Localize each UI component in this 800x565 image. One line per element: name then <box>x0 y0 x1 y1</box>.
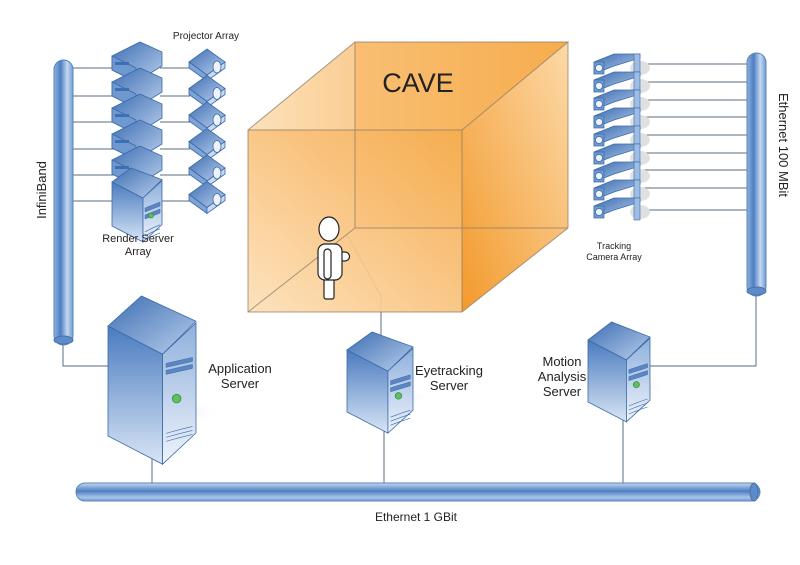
drive-bay <box>628 370 648 381</box>
vent <box>144 232 161 241</box>
projector-array <box>188 48 226 215</box>
lens-icon <box>212 166 222 180</box>
infiniband-to-application-link <box>62 345 110 367</box>
vent <box>628 406 648 415</box>
vent <box>390 417 411 426</box>
camera-lens-icon <box>595 154 603 162</box>
cave-right-face <box>462 42 568 312</box>
projector-icon <box>188 48 226 82</box>
tracking-camera-icon <box>593 107 650 131</box>
motion-server-label-1: Motion <box>542 354 581 369</box>
render-server-label-1: Render Server <box>102 233 174 245</box>
server-front-face <box>626 337 651 423</box>
eyetracking-server-icon <box>333 331 433 435</box>
lens-icon <box>212 87 222 100</box>
cave-title: CAVE <box>382 68 454 98</box>
tracking-label-1: Tracking <box>597 241 631 251</box>
drive-bay <box>115 166 129 169</box>
vent <box>390 409 411 418</box>
server-top-face <box>587 321 651 361</box>
cave-cube <box>247 41 570 313</box>
lens-icon <box>212 113 222 127</box>
tracking-camera-icon <box>593 125 650 149</box>
camera-lens-icon <box>595 82 603 90</box>
drive-bay <box>115 140 129 143</box>
eyetracking-server-label-2: Server <box>430 378 469 393</box>
tracking-camera-array <box>593 53 650 221</box>
motion-server-label-3: Server <box>543 384 582 399</box>
server-top-face <box>346 331 414 372</box>
vent <box>165 426 193 434</box>
vent <box>390 413 411 422</box>
drive-bay <box>115 114 129 117</box>
eyetracking-server-label-1: Eyetracking <box>415 363 483 378</box>
lens-icon <box>212 140 222 153</box>
camera-lens-icon <box>595 190 603 198</box>
drive-bay <box>115 88 129 91</box>
ethernet-1g-label: Ethernet 1 GBit <box>375 510 458 524</box>
camera-lens-icon <box>595 172 603 180</box>
vent <box>165 430 193 438</box>
drive-bay <box>115 62 129 65</box>
server-front-face <box>387 347 414 435</box>
lens-icon <box>212 193 222 206</box>
tracking-camera-icon <box>593 197 650 221</box>
vent <box>165 434 193 442</box>
infiniband-bus <box>53 59 74 346</box>
drive-bay <box>628 363 648 374</box>
ethernet-100-bus <box>746 52 767 297</box>
camera-lens-icon <box>595 100 603 108</box>
drive-bay <box>165 364 193 375</box>
motion-analysis-server-icon <box>575 321 669 423</box>
render-server-label-2: Array <box>125 246 152 258</box>
tracking-camera-icon <box>593 179 650 203</box>
projector-icon <box>188 181 226 215</box>
server-top-face <box>107 295 197 355</box>
drive-bay <box>390 374 411 386</box>
application-server-label-1: Application <box>208 361 272 376</box>
vent <box>628 402 648 411</box>
vent <box>144 228 161 237</box>
application-server-label-2: Server <box>221 376 260 391</box>
vent <box>628 398 648 407</box>
render-server-array <box>102 41 177 243</box>
power-led-icon <box>632 381 640 389</box>
power-led-icon <box>394 392 403 400</box>
lens-icon <box>212 60 222 74</box>
camera-lens-icon <box>595 136 603 144</box>
camera-lens-icon <box>595 208 603 216</box>
ethernet-1g-bus <box>75 482 761 502</box>
connection-wires <box>62 63 757 483</box>
motion-analysis-server <box>575 321 669 423</box>
power-led-icon <box>148 212 154 219</box>
application-server-icon <box>90 295 223 466</box>
ethernet-100-label: Ethernet 100 MBit <box>776 93 791 197</box>
camera-lens-icon <box>595 64 603 72</box>
projector-array-label: Projector Array <box>173 31 239 42</box>
projector-icon <box>188 75 226 109</box>
server-front-face <box>142 179 163 243</box>
server-top-face <box>111 167 163 199</box>
tracking-label-2: Camera Array <box>586 252 642 262</box>
eyetracking-server <box>333 331 433 435</box>
infiniband-label: InfiniBand <box>34 161 49 219</box>
motion-server-label-2: Analysis <box>538 369 587 384</box>
camera-lens-icon <box>595 118 603 126</box>
ethernet100-to-motion-link <box>650 296 757 367</box>
drive-bay <box>390 381 411 393</box>
tracking-camera-icon <box>593 89 650 113</box>
tracking-camera-icon <box>593 71 650 95</box>
application-server <box>90 295 223 466</box>
vent <box>144 224 161 233</box>
drive-bay <box>144 201 161 213</box>
render-server-icon <box>102 167 177 243</box>
projector-icon <box>188 128 226 162</box>
tracking-camera-icon <box>593 53 650 77</box>
person-icon <box>317 216 351 300</box>
tracking-camera-icon <box>593 143 650 167</box>
drive-bay <box>165 357 193 368</box>
power-led-icon <box>171 393 182 404</box>
